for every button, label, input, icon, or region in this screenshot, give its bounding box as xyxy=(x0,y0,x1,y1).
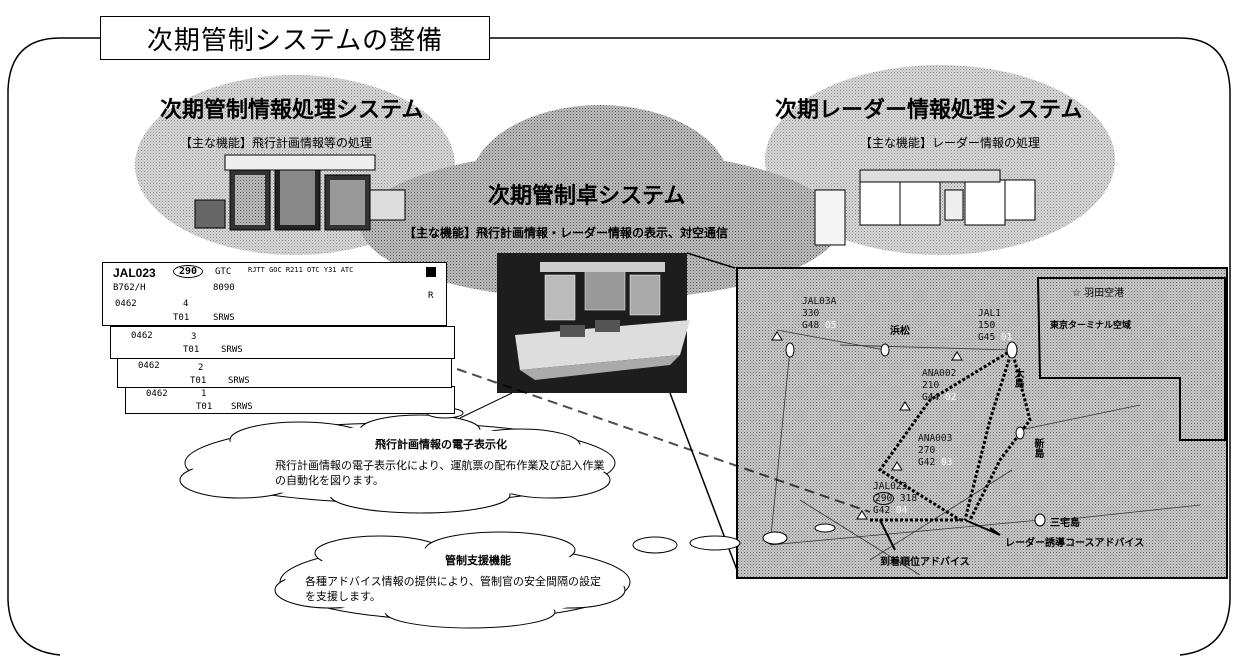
left-system-title: 次期管制情報処理システム xyxy=(160,98,424,123)
niijima-label: 新島 xyxy=(1032,438,1043,458)
radar-course-advice-label: レーダー誘導コースアドバイス xyxy=(1005,538,1145,549)
left-servers xyxy=(194,154,406,231)
page-title: 次期管制システムの整備 xyxy=(100,16,490,60)
oshima-label: 大島 xyxy=(1012,368,1023,388)
support-function-text: 各種アドバイス情報の提供により、管制官の安全間隔の設定を支援します。 xyxy=(305,575,602,603)
console-image xyxy=(515,262,690,380)
haneda-label: ☆ 羽田空港 xyxy=(1072,288,1125,299)
hamamatsu-label: 浜松 xyxy=(890,326,910,337)
terminal-airspace-label: 東京ターミナル空域 xyxy=(1050,321,1132,331)
flight-strip-4: 0462 1 T01 SRWS xyxy=(125,386,455,414)
cloud-electronic-shape xyxy=(179,394,616,514)
arrival-order-advice-label: 到着順位アドバイス xyxy=(880,557,970,568)
electronic-display-text: 飛行計画情報の電子表示化により、運航票の配布作業及び記入作業の自動化を図ります。 xyxy=(275,459,605,487)
miyakejima-label: 三宅島 xyxy=(1050,518,1080,529)
flight-strip-2: 0462 3 T01 SRWS xyxy=(110,326,455,359)
flight-strip-3: 0462 2 T01 SRWS xyxy=(117,358,452,388)
support-function-title: 管制支援機能 xyxy=(445,554,511,567)
left-system-function: 【主な機能】飛行計画情報等の処理 xyxy=(180,136,373,150)
center-system-function: 【主な機能】飛行計画情報・レーダー情報の表示、対空通信 xyxy=(404,226,729,240)
center-system-title: 次期管制卓システム xyxy=(488,184,686,209)
strip-marker-icon xyxy=(426,267,436,277)
flight-strip-1: JAL023 290 GTC RJTT GOC R211 OTC Y31 ATC… xyxy=(102,262,447,326)
cloud-support-shape xyxy=(274,531,678,629)
electronic-display-title: 飛行計画情報の電子表示化 xyxy=(375,438,507,451)
right-system-function: 【主な機能】レーダー情報の処理 xyxy=(860,136,1041,150)
right-servers xyxy=(814,169,1036,246)
right-system-title: 次期レーダー情報処理システム xyxy=(775,98,1083,123)
